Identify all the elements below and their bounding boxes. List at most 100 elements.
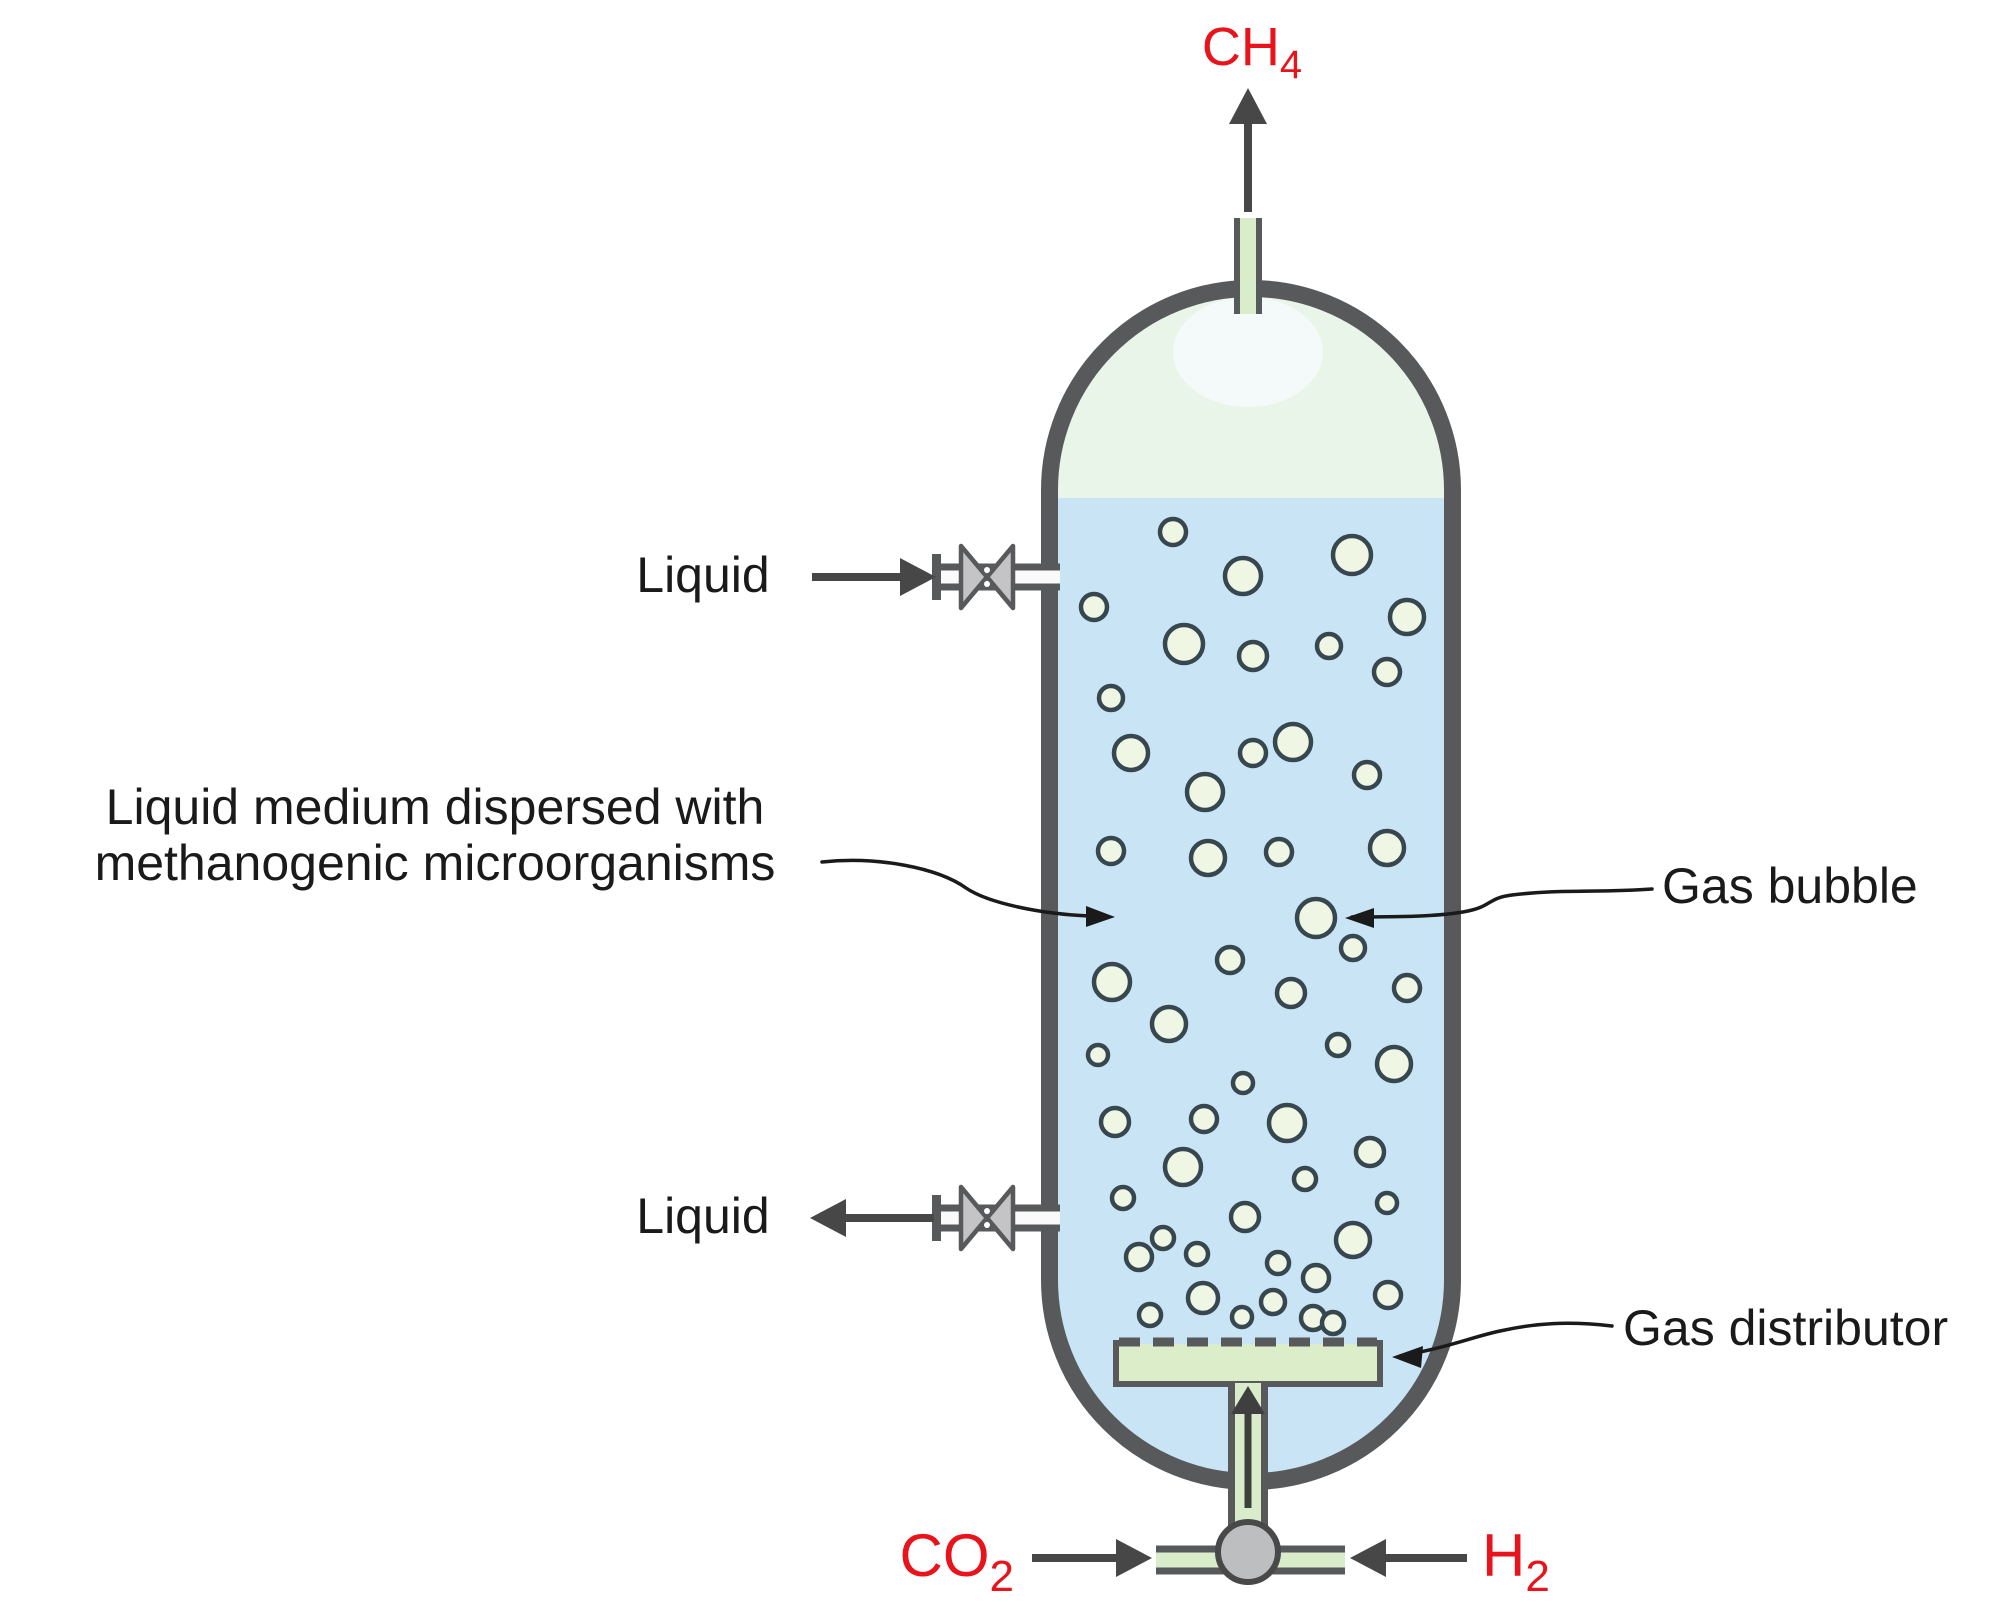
gas-bubble <box>1333 1220 1373 1260</box>
gas-bubble <box>1222 555 1264 597</box>
gas-bubble <box>1272 721 1314 763</box>
gas-bubble <box>1162 1146 1204 1188</box>
co2-arrow-head <box>1116 1539 1152 1577</box>
gas-bubble <box>1263 836 1295 868</box>
gas-bubble <box>1162 622 1206 666</box>
h2-arrow-head <box>1350 1539 1386 1577</box>
gas-bubble <box>1314 631 1344 661</box>
gas-bubble <box>1266 1102 1308 1144</box>
leader-arrow-head <box>1392 1346 1423 1368</box>
leader-arrow-head <box>1086 906 1115 927</box>
gas-bubble <box>1111 733 1151 773</box>
gas-bubble <box>1374 1044 1414 1084</box>
gas-bubble <box>1319 1309 1347 1337</box>
outlet-valve-stem-dot <box>984 1208 990 1214</box>
gas-bubble <box>1300 1262 1332 1294</box>
gas-distributor <box>1113 1337 1383 1387</box>
gas-bubble <box>1157 516 1189 548</box>
gas-bubble <box>1324 1031 1352 1059</box>
gas-bubble <box>1149 1004 1189 1044</box>
gas-bubble <box>1391 972 1423 1004</box>
gas-mixing-line <box>1156 1519 1345 1585</box>
gas-bubble <box>1338 933 1368 963</box>
vessel-interior <box>1053 297 1449 1478</box>
outlet-valve-left <box>958 1184 990 1252</box>
medium-label-line2: methanogenic microorganisms <box>95 835 776 891</box>
gas-distributor-label: Gas distributor <box>1623 1300 1948 1356</box>
bubbles <box>1078 516 1427 1337</box>
h2-label: H2 <box>1482 1522 1550 1601</box>
liquid-outlet-label: Liquid <box>636 1188 769 1244</box>
h2-flow-arrow <box>1350 1539 1467 1577</box>
gas-bubble <box>1183 1240 1211 1268</box>
gas-bubble <box>1353 1135 1387 1169</box>
gas-bubble <box>1372 1279 1404 1311</box>
ch4-label-main: CH <box>1202 17 1280 77</box>
gas-bubble <box>1387 597 1427 637</box>
gas-bubble <box>1237 737 1269 769</box>
gas-bubble <box>1188 1103 1220 1135</box>
liquid-outlet-port <box>810 1184 1060 1252</box>
medium-label-line1: Liquid medium dispersed with <box>106 779 765 835</box>
gas-bubble <box>1264 1249 1292 1277</box>
gas-bubble-label: Gas bubble <box>1662 858 1918 914</box>
gas-bubble <box>1078 591 1110 623</box>
leader-line <box>1350 887 1654 919</box>
gas-bubble <box>1109 1184 1137 1212</box>
gas-bubble <box>1294 896 1338 940</box>
headspace-glow <box>1173 297 1323 407</box>
gas-bubble <box>1149 1224 1177 1252</box>
ch4-label-sub: 4 <box>1280 43 1302 87</box>
gas-bubble <box>1274 976 1308 1010</box>
gas-bubble <box>1351 759 1383 791</box>
liquid-inlet-label: Liquid <box>636 547 769 603</box>
leader-arrow-head <box>1345 908 1374 928</box>
gas-bubble <box>1236 639 1270 673</box>
gas-bubble <box>1374 1190 1400 1216</box>
co2-label-main: CO <box>900 1522 990 1589</box>
pipe-junction <box>1215 1519 1281 1585</box>
gas-bubble <box>1185 1280 1221 1316</box>
gas-bubble <box>1258 1287 1288 1317</box>
co2-label-sub: 2 <box>990 1552 1014 1601</box>
gas-bubble <box>1184 771 1226 813</box>
h2-label-main: H <box>1482 1522 1525 1589</box>
co2-flow-arrow <box>1032 1539 1152 1577</box>
gas-bubble <box>1096 683 1126 713</box>
gas-bubble <box>1123 1241 1155 1273</box>
feed-arrow-head <box>1231 1386 1265 1414</box>
gas-outlet-pipe <box>1234 218 1262 314</box>
leader-line <box>1398 1321 1614 1358</box>
gas-bubble <box>1229 1304 1255 1330</box>
ch4-flow-arrow <box>1229 88 1267 212</box>
gas-bubble <box>1371 656 1403 688</box>
inlet-valve-left <box>958 543 990 611</box>
liquid-inlet-port <box>812 543 1060 611</box>
gas-bubble <box>1214 944 1246 976</box>
gas-bubble <box>1291 1165 1319 1193</box>
gas-bubble <box>1095 835 1127 867</box>
h2-label-sub: 2 <box>1525 1552 1549 1601</box>
inlet-valve-right <box>984 543 1016 611</box>
liquid-in-arrow-head <box>900 558 936 596</box>
leader-line <box>820 858 1092 918</box>
distributor-bar <box>1116 1344 1380 1384</box>
leader-gas-bubble <box>1345 887 1654 928</box>
ch4-label: CH4 <box>1202 17 1302 87</box>
gas-bubble <box>1230 1070 1256 1096</box>
liquid-out-arrow-head <box>810 1199 846 1237</box>
gas-bubble <box>1188 838 1228 878</box>
gas-bubble <box>1330 533 1374 577</box>
ch4-arrow-head <box>1229 88 1267 124</box>
leader-gas-distributor <box>1392 1321 1614 1368</box>
gas-bubble <box>1091 961 1133 1003</box>
co2-label: CO2 <box>900 1522 1014 1601</box>
gas-bubble <box>1098 1105 1132 1139</box>
gas-bubble <box>1367 828 1407 868</box>
leader-liquid-medium <box>820 858 1115 927</box>
inlet-valve-stem-dot <box>984 581 990 587</box>
outlet-valve-right <box>984 1184 1016 1252</box>
gas-bubble <box>1136 1301 1164 1329</box>
